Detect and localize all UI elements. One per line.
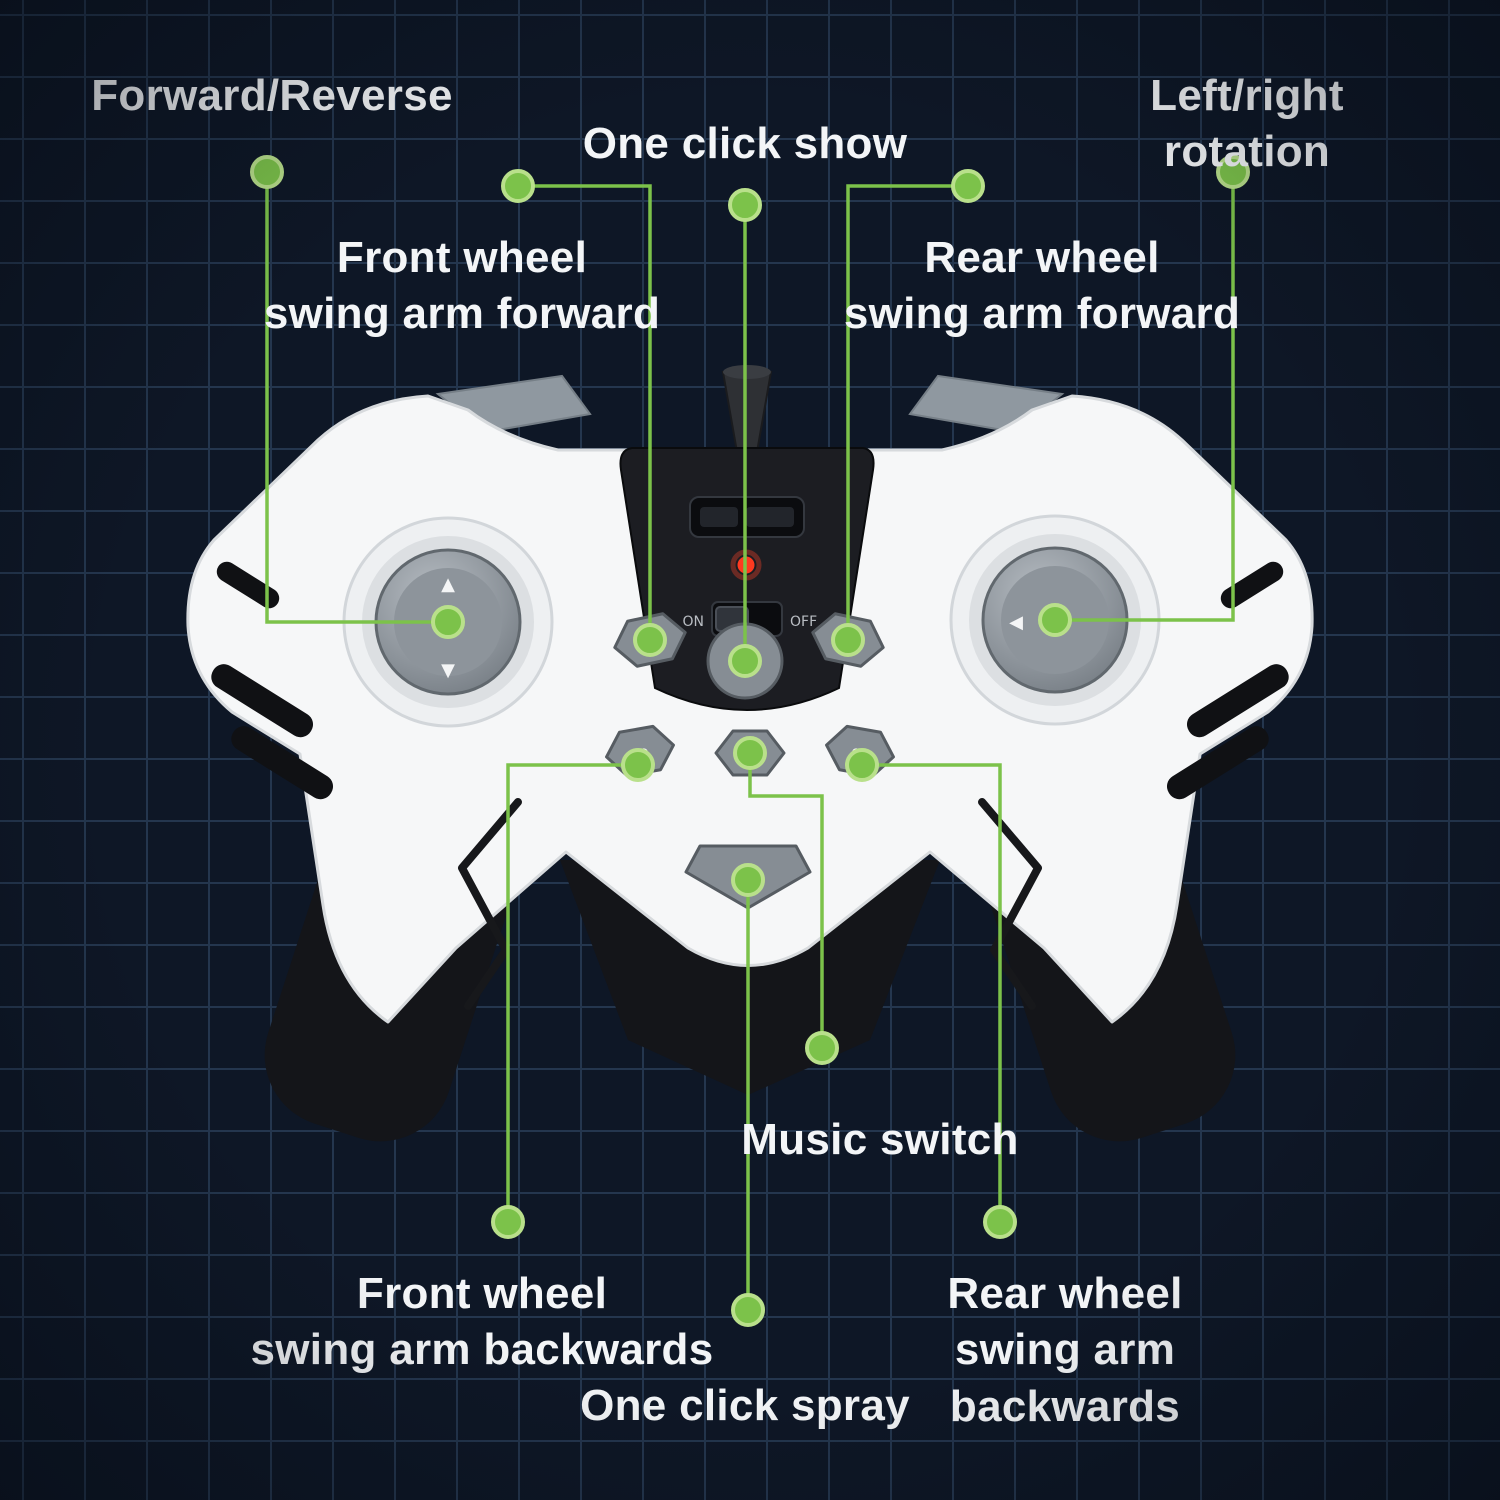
callout-dot: [250, 155, 284, 189]
callout-dot: [731, 1293, 765, 1327]
callout-dot: [728, 188, 762, 222]
callout-dot: [431, 605, 465, 639]
callout-dot: [831, 623, 865, 657]
callout-dot: [1038, 603, 1072, 637]
label-front-wheel-swing-arm-backwards: Front wheel swing arm backwards: [250, 1269, 714, 1375]
callout-dot: [621, 748, 655, 782]
callout-dot: [805, 1031, 839, 1065]
callout-dot: [491, 1205, 525, 1239]
indicator-segment: [700, 507, 738, 527]
stick-down-icon: ▼: [441, 660, 455, 681]
label-rear-wheel-swing-arm-backwards: Rear wheel swing arm backwards: [947, 1269, 1183, 1431]
callout-dot: [731, 863, 765, 897]
callout-dot: [733, 736, 767, 770]
label-left-right-rotation: Left/right rotation: [1150, 71, 1344, 177]
label-rear-wheel-swing-arm-forward: Rear wheel swing arm forward: [843, 233, 1241, 339]
label-music-switch: Music switch: [741, 1115, 1019, 1164]
label-one-click-show: One click show: [582, 119, 908, 168]
callout-dot: [728, 644, 762, 678]
stick-left-icon: ◀: [1009, 612, 1023, 633]
stick-up-icon: ▲: [441, 574, 455, 595]
label-forward-reverse: Forward/Reverse: [91, 71, 453, 120]
callout-dot: [845, 748, 879, 782]
callout-dot: [951, 169, 985, 203]
label-front-wheel-swing-arm-forward: Front wheel swing arm forward: [263, 233, 661, 339]
label-one-click-spray: One click spray: [580, 1381, 910, 1430]
antenna: [721, 371, 773, 453]
power-off-label: OFF: [790, 614, 817, 630]
indicator-segment: [746, 507, 794, 527]
callout-dot: [633, 623, 667, 657]
power-on-label: ON: [683, 614, 705, 630]
antenna-tip: [723, 365, 771, 379]
callout-dot: [983, 1205, 1017, 1239]
callout-dot: [501, 169, 535, 203]
